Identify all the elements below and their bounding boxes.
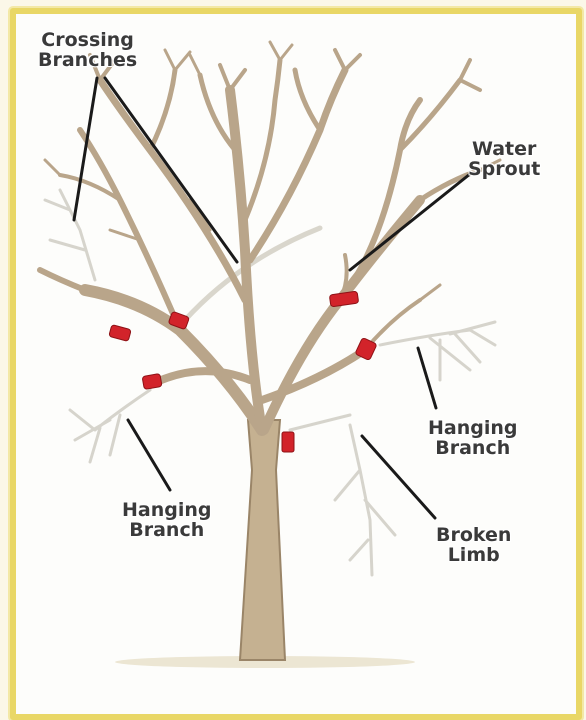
label-crossing-branches: Crossing Branches (38, 30, 137, 70)
label-broken-line2: Limb (436, 545, 511, 565)
cut-mark (109, 325, 131, 342)
label-broken-limb: Broken Limb (436, 525, 511, 565)
cut-mark (282, 432, 294, 452)
pointer-water-sprout (350, 174, 470, 270)
pointer-broken-limb (362, 436, 435, 518)
label-water-line1: Water (468, 139, 540, 159)
tree-branches (40, 42, 500, 430)
pointer-hanging-left (128, 420, 170, 490)
label-water-sprout: Water Sprout (468, 139, 540, 179)
label-hanging-right-line1: Hanging (428, 418, 518, 438)
cut-mark (329, 291, 358, 307)
cut-mark (142, 374, 162, 390)
tree-trunk (240, 420, 285, 660)
label-hanging-branch-left: Hanging Branch (122, 500, 212, 540)
label-water-line2: Sprout (468, 159, 540, 179)
label-broken-line1: Broken (436, 525, 511, 545)
label-hanging-right-line2: Branch (428, 438, 518, 458)
pointer-hanging-right (418, 348, 436, 408)
label-crossing-line2: Branches (38, 50, 137, 70)
label-hanging-left-line1: Hanging (122, 500, 212, 520)
label-hanging-branch-right: Hanging Branch (428, 418, 518, 458)
label-hanging-left-line2: Branch (122, 520, 212, 540)
label-crossing-line1: Crossing (38, 30, 137, 50)
